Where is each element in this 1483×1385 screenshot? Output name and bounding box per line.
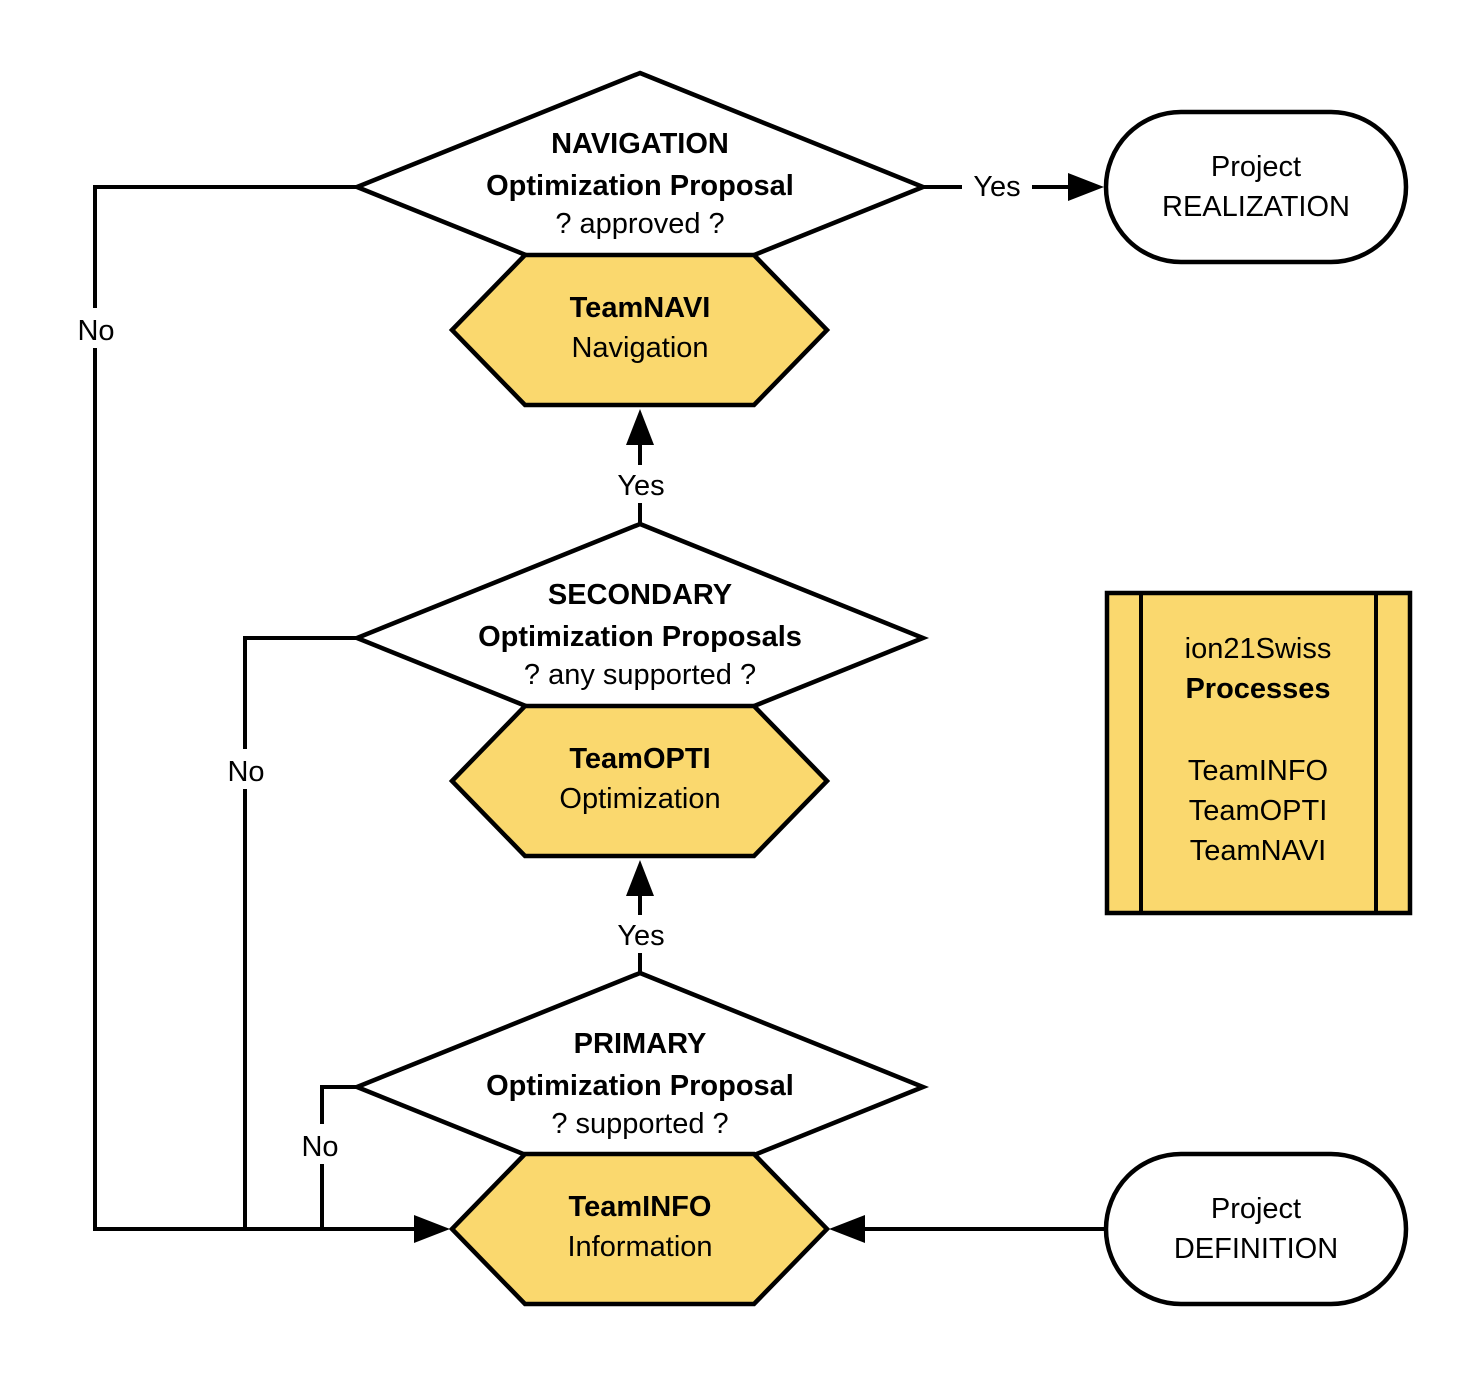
process-teamopti-title: TeamOPTI: [569, 743, 710, 775]
process-teamnavi-hexagon: [448, 252, 831, 408]
arrowhead-into-teaminfo-left: [414, 1215, 450, 1243]
terminal-realization-line2: REALIZATION: [1162, 191, 1350, 223]
terminal-definition-line1: Project: [1211, 1193, 1301, 1225]
decision-navigation-line1: NAVIGATION: [551, 128, 729, 160]
label-bg-yes-bottom: [606, 915, 676, 953]
arrowhead-into-teaminfo-right: [829, 1215, 865, 1243]
decision-navigation-line3: ? approved ?: [555, 208, 724, 240]
legend-title-line2: Processes: [1185, 673, 1330, 705]
process-teamopti-hexagon: [448, 703, 831, 859]
edge-no-navigation-to-teaminfo: [93, 185, 420, 1231]
label-bg-no-mid: [218, 749, 274, 789]
edge-label-yes-navigation: Yes: [973, 171, 1020, 203]
edge-no-primary-to-teaminfo: [320, 1085, 360, 1229]
process-teamnavi-title: TeamNAVI: [570, 292, 711, 324]
process-teaminfo-subtitle: Information: [567, 1231, 712, 1263]
decision-primary-line1: PRIMARY: [574, 1028, 707, 1060]
legend-item-teamnavi: TeamNAVI: [1190, 835, 1326, 867]
terminal-realization-line1: Project: [1211, 151, 1301, 183]
decision-primary-line3: ? supported ?: [551, 1108, 728, 1140]
arrowhead-into-teamopti: [626, 860, 654, 896]
process-teamopti-subtitle: Optimization: [559, 783, 720, 815]
decision-secondary-line3: ? any supported ?: [524, 659, 756, 691]
legend-item-teaminfo: TeamINFO: [1188, 755, 1328, 787]
decision-secondary-line2: Optimization Proposals: [478, 621, 802, 653]
label-bg-no-inner: [292, 1124, 348, 1164]
arrowhead-into-realization: [1068, 173, 1104, 201]
label-bg-yes-mid: [606, 465, 676, 503]
process-teamnavi-subtitle: Navigation: [571, 332, 708, 364]
process-teaminfo-hexagon: [448, 1151, 831, 1307]
label-bg-no-outer: [68, 308, 124, 348]
label-bg-yes-top: [962, 166, 1032, 204]
process-teaminfo-title: TeamINFO: [569, 1191, 712, 1223]
edge-label-yes-primary: Yes: [617, 920, 664, 952]
legend-item-teamopti: TeamOPTI: [1189, 795, 1328, 827]
terminal-definition-stadium: [1103, 1151, 1409, 1307]
edge-label-yes-secondary: Yes: [617, 470, 664, 502]
terminal-definition-line2: DEFINITION: [1174, 1233, 1338, 1265]
decision-primary-line2: Optimization Proposal: [486, 1070, 794, 1102]
decision-navigation-line2: Optimization Proposal: [486, 170, 794, 202]
terminal-realization-stadium: [1103, 109, 1409, 265]
decision-secondary-line1: SECONDARY: [548, 579, 732, 611]
edge-label-no-primary: No: [301, 1131, 338, 1163]
legend-title-line1: ion21Swiss: [1185, 633, 1332, 665]
edge-label-no-navigation: No: [77, 315, 114, 347]
legend-box: [1104, 590, 1413, 916]
edge-label-no-secondary: No: [227, 756, 264, 788]
arrowhead-into-teamnavi: [626, 409, 654, 445]
edge-no-secondary-to-teaminfo: [243, 636, 357, 1229]
